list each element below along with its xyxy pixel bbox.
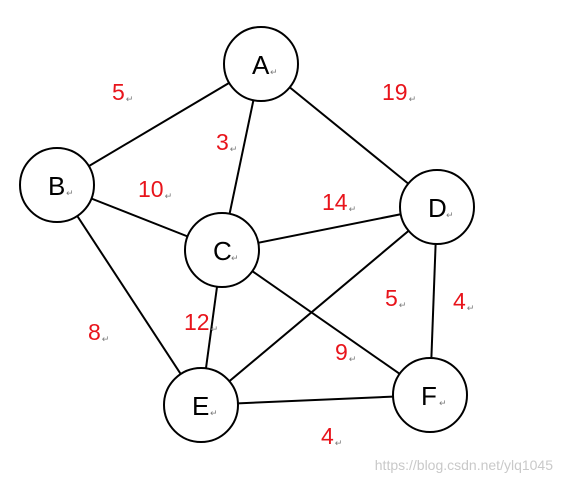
paragraph-mark: ↵ bbox=[446, 211, 454, 221]
node-a: A↵ bbox=[223, 26, 299, 102]
node-circle bbox=[163, 367, 239, 443]
edge-weight-a-b: 5 bbox=[112, 79, 125, 105]
paragraph-mark: ↵ bbox=[335, 439, 343, 449]
node-circle bbox=[184, 212, 260, 288]
edge-c-f bbox=[221, 249, 431, 396]
edge-weight-d-e: 5 bbox=[385, 285, 398, 311]
paragraph-mark: ↵ bbox=[165, 192, 173, 202]
weights-layer: 5↵3↵19↵10↵8↵14↵12↵9↵5↵4↵4↵ bbox=[88, 79, 474, 449]
node-b: B↵ bbox=[19, 147, 95, 223]
edge-weight-c-e: 12 bbox=[184, 309, 210, 335]
edge-b-e bbox=[56, 184, 202, 406]
paragraph-mark: ↵ bbox=[231, 254, 239, 264]
node-e: E↵ bbox=[163, 367, 239, 443]
node-label: E bbox=[192, 391, 209, 421]
edge-weight-d-f: 4 bbox=[453, 288, 466, 314]
edge-weight-c-f: 9 bbox=[335, 339, 348, 365]
node-circle bbox=[399, 169, 475, 245]
edge-e-f bbox=[200, 394, 431, 406]
paragraph-mark: ↵ bbox=[439, 399, 447, 409]
node-label: C bbox=[213, 236, 232, 266]
paragraph-mark: ↵ bbox=[409, 95, 417, 105]
paragraph-mark: ↵ bbox=[349, 205, 357, 215]
nodes-layer: A↵B↵C↵D↵E↵F↵ bbox=[19, 26, 475, 443]
paragraph-mark: ↵ bbox=[211, 325, 219, 335]
node-label: F bbox=[421, 381, 437, 411]
edge-d-e bbox=[200, 206, 438, 406]
edge-weight-b-c: 10 bbox=[138, 176, 164, 202]
paragraph-mark: ↵ bbox=[270, 68, 278, 78]
node-circle bbox=[392, 357, 468, 433]
paragraph-mark: ↵ bbox=[349, 355, 357, 365]
paragraph-mark: ↵ bbox=[102, 335, 110, 345]
node-d: D↵ bbox=[399, 169, 475, 245]
node-label: A bbox=[252, 50, 270, 80]
node-label: D bbox=[428, 193, 447, 223]
edge-weight-c-d: 14 bbox=[322, 189, 348, 215]
paragraph-mark: ↵ bbox=[126, 95, 134, 105]
edge-weight-a-c: 3 bbox=[216, 129, 229, 155]
node-f: F↵ bbox=[392, 357, 468, 433]
paragraph-mark: ↵ bbox=[467, 304, 475, 314]
paragraph-mark: ↵ bbox=[210, 409, 218, 419]
node-circle bbox=[19, 147, 95, 223]
watermark: https://blog.csdn.net/ylq1045 bbox=[375, 457, 553, 473]
paragraph-mark: ↵ bbox=[399, 301, 407, 311]
node-label: B bbox=[48, 171, 65, 201]
node-c: C↵ bbox=[184, 212, 260, 288]
node-circle bbox=[223, 26, 299, 102]
edge-weight-a-d: 19 bbox=[382, 79, 408, 105]
paragraph-mark: ↵ bbox=[66, 189, 74, 199]
paragraph-mark: ↵ bbox=[230, 145, 238, 155]
edge-a-b bbox=[56, 63, 262, 186]
edge-weight-b-e: 8 bbox=[88, 319, 101, 345]
edge-weight-e-f: 4 bbox=[321, 423, 334, 449]
